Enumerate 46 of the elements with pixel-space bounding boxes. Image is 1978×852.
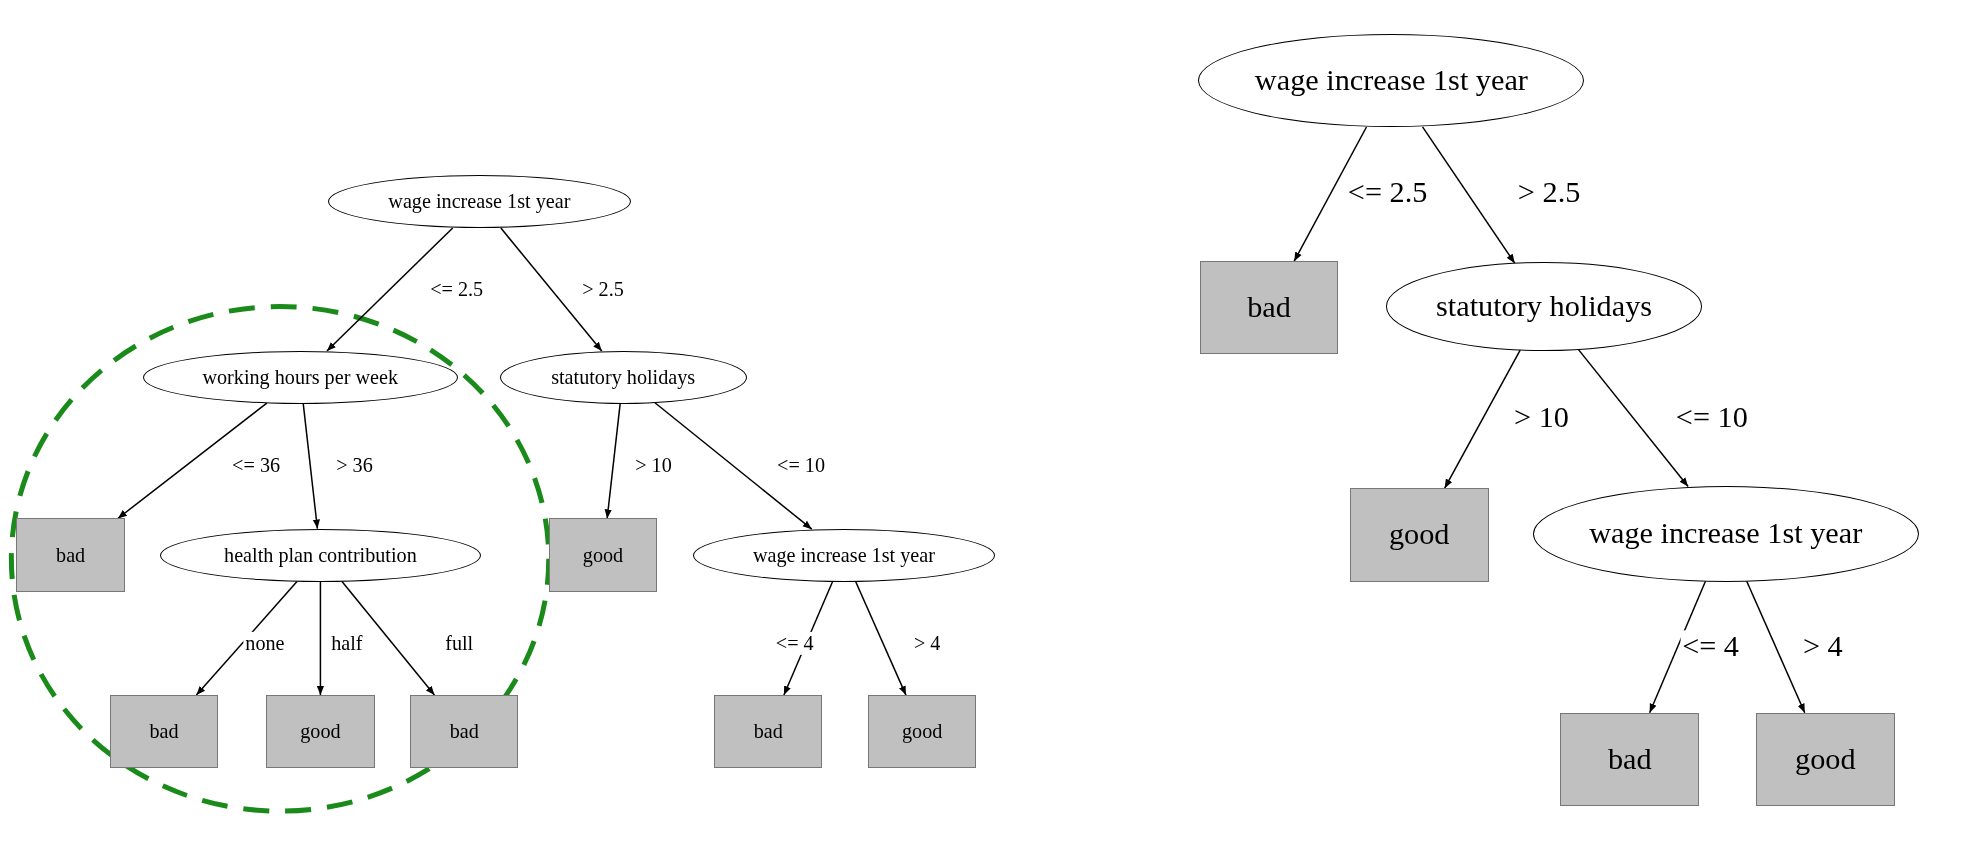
node-label: good <box>1795 741 1856 777</box>
leaf-box <box>109 695 219 769</box>
arrow <box>302 402 320 530</box>
node-label: good <box>1388 517 1450 553</box>
node-label: bad <box>1607 741 1652 777</box>
node-label: wage increase 1st year <box>752 543 935 567</box>
leaf-box <box>16 518 125 592</box>
leaf-box <box>867 695 977 769</box>
arrow <box>341 580 436 696</box>
arrow <box>604 402 621 520</box>
node-label: bad <box>1247 290 1291 326</box>
node-label: bad <box>753 720 783 744</box>
arrow <box>1293 126 1368 262</box>
node-label: wage increase 1st year <box>388 190 571 214</box>
node-label: bad <box>449 720 479 744</box>
leaf-box <box>409 695 519 769</box>
node-label: working hours per week <box>202 365 398 389</box>
node-label: bad <box>56 543 86 567</box>
arrow <box>195 580 298 696</box>
node-label: statutory holidays <box>1436 289 1653 324</box>
leaf-box <box>1755 712 1895 807</box>
node-label: wage increase 1st year <box>1589 516 1863 552</box>
node-label: good <box>300 720 341 744</box>
leaf-box <box>266 695 375 769</box>
arrow <box>1443 349 1521 489</box>
arrow <box>654 402 813 530</box>
leaf-box <box>1560 712 1700 807</box>
arrow <box>1421 126 1516 264</box>
leaf-box <box>1349 488 1489 582</box>
node-label: statutory holidays <box>551 365 696 389</box>
arrow <box>1648 580 1707 714</box>
leaf-box <box>714 695 823 769</box>
edge-label: <= 4 <box>773 632 816 655</box>
arrow <box>326 227 454 352</box>
arrow <box>500 227 603 352</box>
arrow <box>854 580 907 696</box>
node-label: bad <box>149 720 179 744</box>
node-label: good <box>582 543 624 567</box>
node-label: wage increase 1st year <box>1254 63 1528 99</box>
node-label: good <box>901 720 943 744</box>
arrow <box>117 402 268 520</box>
leaf-box <box>548 518 658 592</box>
arrow <box>1746 580 1806 714</box>
arrow <box>316 580 324 696</box>
node-label: health plan contribution <box>224 543 417 567</box>
leaf-box <box>1199 261 1339 355</box>
